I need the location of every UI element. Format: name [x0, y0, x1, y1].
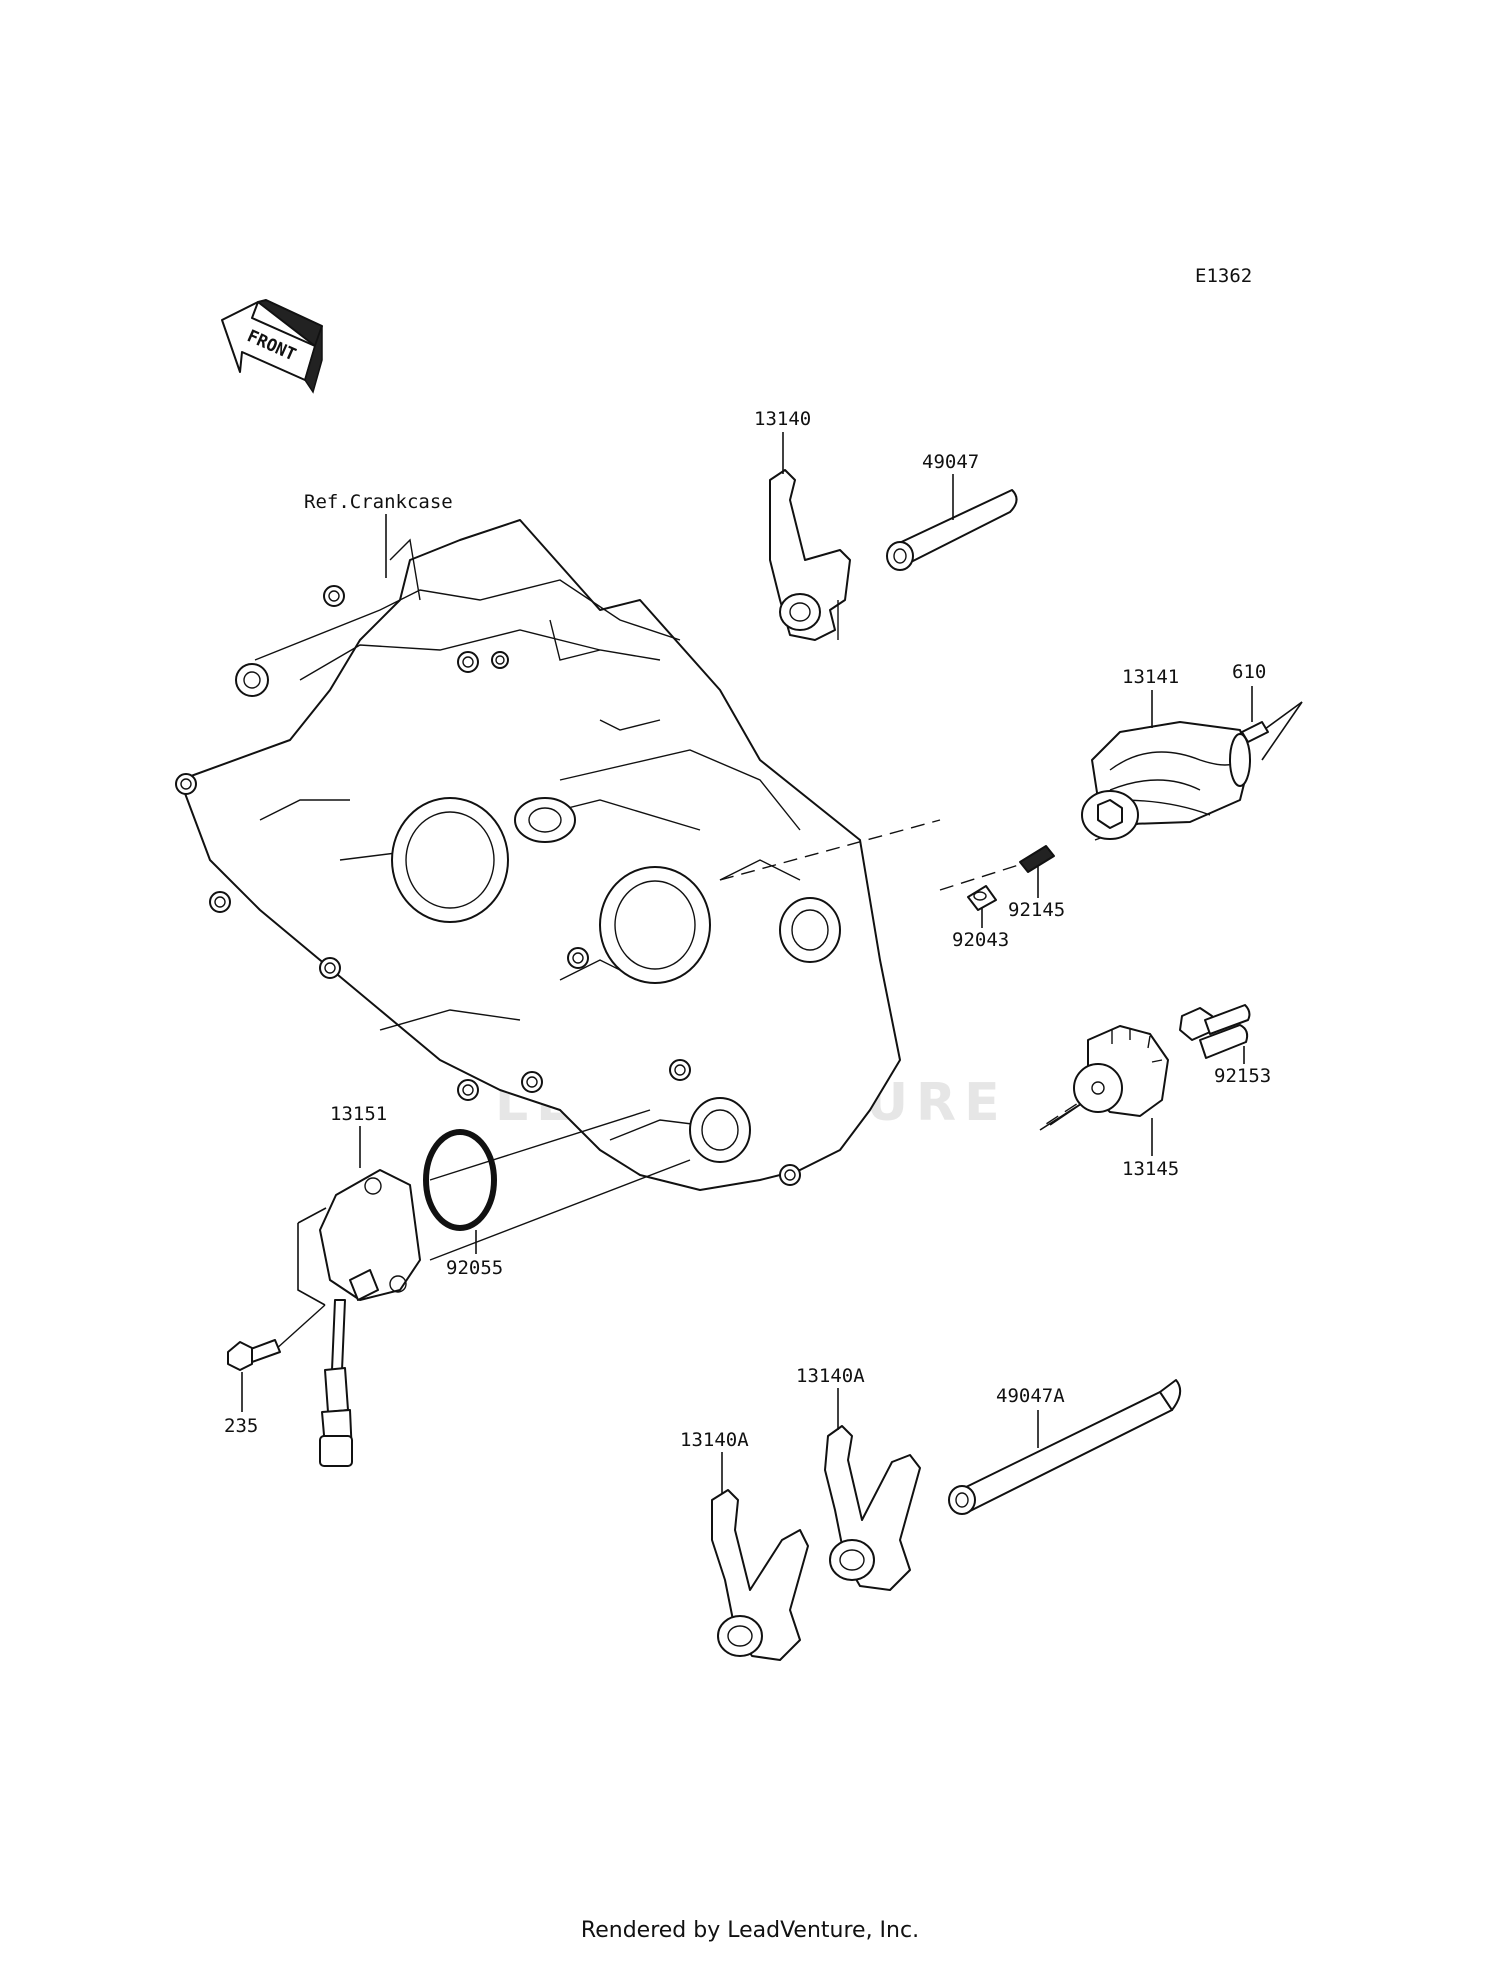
footer-text: Rendered by LeadVenture, Inc.	[580, 1918, 920, 1943]
pin-92043	[967, 885, 997, 911]
part-label-13140a-2: 13140A	[796, 1365, 865, 1387]
part-label-13140: 13140	[754, 408, 811, 430]
o-ring-92055	[423, 1129, 497, 1231]
shift-fork-13140	[769, 469, 851, 641]
part-label-49047: 49047	[922, 451, 979, 473]
part-label-610: 610	[1232, 661, 1266, 683]
diagram-code: E1362	[1195, 265, 1252, 287]
front-arrow-icon: FRONT	[221, 299, 323, 394]
part-label-92055: 92055	[446, 1257, 503, 1279]
shift-fork-13140a-1	[711, 1489, 809, 1661]
shift-rod-49047	[886, 489, 1018, 571]
drum-operating-plate-13145	[1073, 1025, 1169, 1117]
part-label-235: 235	[224, 1415, 258, 1437]
part-label-13151: 13151	[330, 1103, 387, 1125]
spring-92145	[1019, 845, 1055, 873]
bolt-92153	[1179, 1004, 1251, 1059]
part-label-92145: 92145	[1008, 899, 1065, 921]
part-label-13141: 13141	[1122, 666, 1179, 688]
gear-position-switch-13151	[319, 1169, 421, 1467]
screw-235	[227, 1339, 281, 1371]
shift-drum-13141	[1081, 721, 1251, 840]
part-label-92043: 92043	[952, 929, 1009, 951]
part-label-49047a: 49047A	[996, 1385, 1065, 1407]
shift-rod-49047a	[948, 1379, 1182, 1515]
crankcase	[175, 519, 901, 1191]
shift-fork-13140a-2	[824, 1425, 921, 1591]
part-label-13140a-1: 13140A	[680, 1429, 749, 1451]
part-label-92153: 92153	[1214, 1065, 1271, 1087]
pin-610	[1241, 721, 1269, 743]
reference-label: Ref.Crankcase	[304, 491, 453, 513]
part-label-13145: 13145	[1122, 1158, 1179, 1180]
